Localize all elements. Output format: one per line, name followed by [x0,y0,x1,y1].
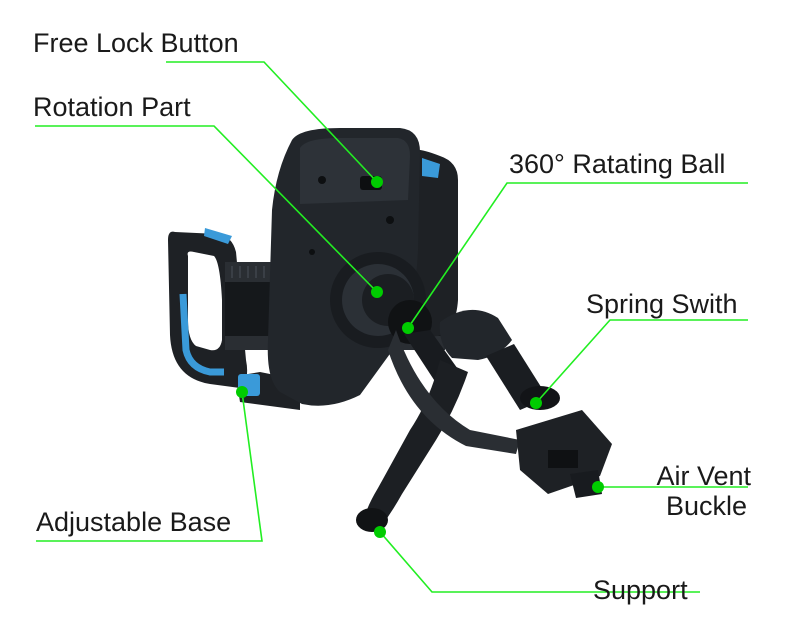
leader-free-lock-button [166,61,378,183]
leader-spring-switch [535,319,748,404]
label-spring-switch: Spring Swith [586,289,738,319]
dot-rotation-part [371,286,383,298]
dot-free-lock-button [371,176,383,188]
label-air-vent-buckle-line1: Air Vent [656,461,751,491]
dot-rotating-ball [402,322,414,334]
leader-dots [236,176,604,538]
dot-spring-switch [530,397,542,409]
dot-support [374,526,386,538]
label-rotation-part: Rotation Part [33,92,191,122]
leader-rotation-part [35,125,378,293]
leader-lines [35,61,748,593]
leader-rotating-ball [407,182,748,329]
leader-adjustable-base [36,391,263,542]
label-air-vent-buckle-line2: Buckle [665,491,747,521]
label-adjustable-base: Adjustable Base [36,507,232,537]
label-free-lock-button: Free Lock Button [33,28,239,58]
dot-adjustable-base [236,386,248,398]
leader-support [379,531,700,593]
dot-air-vent-buckle [592,481,604,493]
label-support: Support [593,575,688,605]
label-rotating-ball: 360° Ratating Ball [509,149,726,179]
phone-holder-icon [168,128,612,532]
